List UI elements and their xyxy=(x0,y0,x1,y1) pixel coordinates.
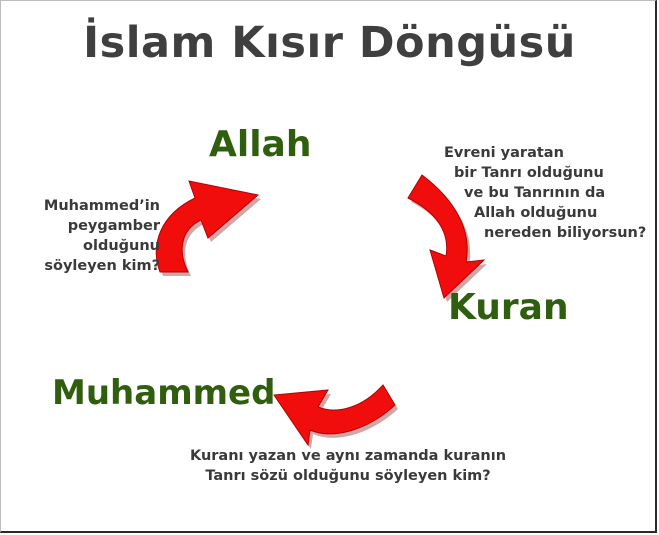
node-muhammed: Muhammed xyxy=(52,373,276,413)
question-right-line: Evreni yaratan xyxy=(444,145,564,161)
question-right-line: Allah olduğunu xyxy=(474,205,598,221)
question-left-line: olduğunu xyxy=(83,238,160,254)
node-kuran: Kuran xyxy=(448,287,569,328)
question-right: Evreni yaratan bir Tanrı olduğunu ve bu … xyxy=(440,143,655,243)
question-left-line: söyleyen kim? xyxy=(44,258,160,274)
question-left-line: peygamber xyxy=(67,218,160,234)
page-title: İslam Kısır Döngüsü xyxy=(83,18,576,68)
question-bottom: Kuranı yazan ve aynı zamanda kuranın Tan… xyxy=(183,446,513,486)
question-bottom-line: Kuranı yazan ve aynı zamanda kuranın xyxy=(189,448,507,464)
question-left-line: Muhammed’in xyxy=(43,198,160,214)
arrow-muhammed-to-allah xyxy=(155,180,261,276)
arrow-kuran-to-muhammed xyxy=(273,384,398,449)
question-right-line: ve bu Tanrının da xyxy=(464,185,606,201)
question-bottom-line: Tanrı sözü olduğunu söyleyen kim? xyxy=(205,468,491,484)
question-right-line: bir Tanrı olduğunu xyxy=(454,165,604,181)
arrow-allah-to-kuran xyxy=(407,174,487,302)
node-allah: Allah xyxy=(209,124,312,165)
question-right-line: nereden biliyorsun? xyxy=(484,225,647,241)
question-left: Muhammed’in peygamber olduğunu söyleyen … xyxy=(30,196,160,276)
